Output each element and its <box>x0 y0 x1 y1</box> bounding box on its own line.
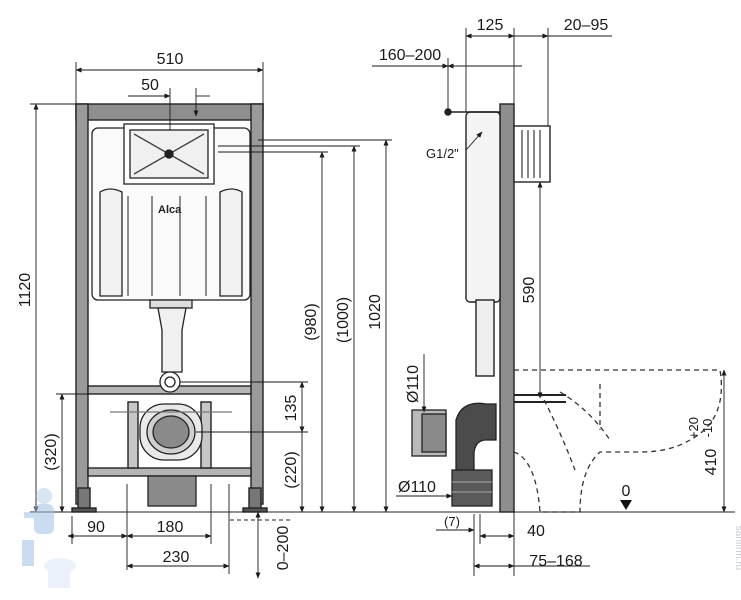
dim-410: 410 <box>703 449 720 476</box>
tol-plus: +20 <box>686 417 701 439</box>
zero-level-marker <box>620 500 632 510</box>
dim-7: (7) <box>444 514 460 529</box>
dim-50: 50 <box>141 77 159 94</box>
thread-label: G1/2" <box>426 146 459 161</box>
wc-bowl-outline <box>513 369 723 513</box>
dim-40: 40 <box>527 523 545 540</box>
brand-logo-text: Alca <box>158 204 182 216</box>
dim-pipe-upper: Ø110 <box>405 365 422 403</box>
dim-0-200: 0–200 <box>275 526 292 571</box>
dim-320: (320) <box>43 433 60 470</box>
dim-1120: 1120 <box>17 273 34 308</box>
drain-elbow-side <box>411 402 497 507</box>
dim-160-200: 160–200 <box>379 47 441 64</box>
dimension-labels: 510 50 1120 (980) (1000) 1020 135 (220) … <box>17 17 741 570</box>
dim-20-95: 20–95 <box>564 17 609 34</box>
dim-180: 180 <box>157 519 184 536</box>
dim-125: 125 <box>477 17 504 34</box>
dim-135: 135 <box>283 395 300 422</box>
dim-510: 510 <box>157 51 184 68</box>
watermark-text: sanfirm.ru <box>733 526 741 570</box>
zero-label: 0 <box>622 483 631 500</box>
dim-230: 230 <box>163 549 190 566</box>
plumber-mascot-icon <box>22 488 76 588</box>
side-frame <box>444 103 566 513</box>
dim-220: (220) <box>283 451 300 488</box>
dim-590: 590 <box>521 277 538 304</box>
tol-minus: -10 <box>700 419 715 438</box>
dim-1000: (1000) <box>335 297 352 343</box>
floor-lines <box>30 511 735 521</box>
dimension-lines <box>30 28 727 579</box>
dim-90: 90 <box>87 519 105 536</box>
drain-outlet-front <box>110 403 232 507</box>
cistern-tank <box>91 123 251 309</box>
dim-1020: 1020 <box>367 294 384 330</box>
dim-75-168: 75–168 <box>529 553 582 570</box>
dim-pipe-lower: Ø110 <box>398 479 436 496</box>
flush-pipe <box>157 307 187 393</box>
front-frame <box>71 103 268 513</box>
dim-980: (980) <box>303 303 320 340</box>
